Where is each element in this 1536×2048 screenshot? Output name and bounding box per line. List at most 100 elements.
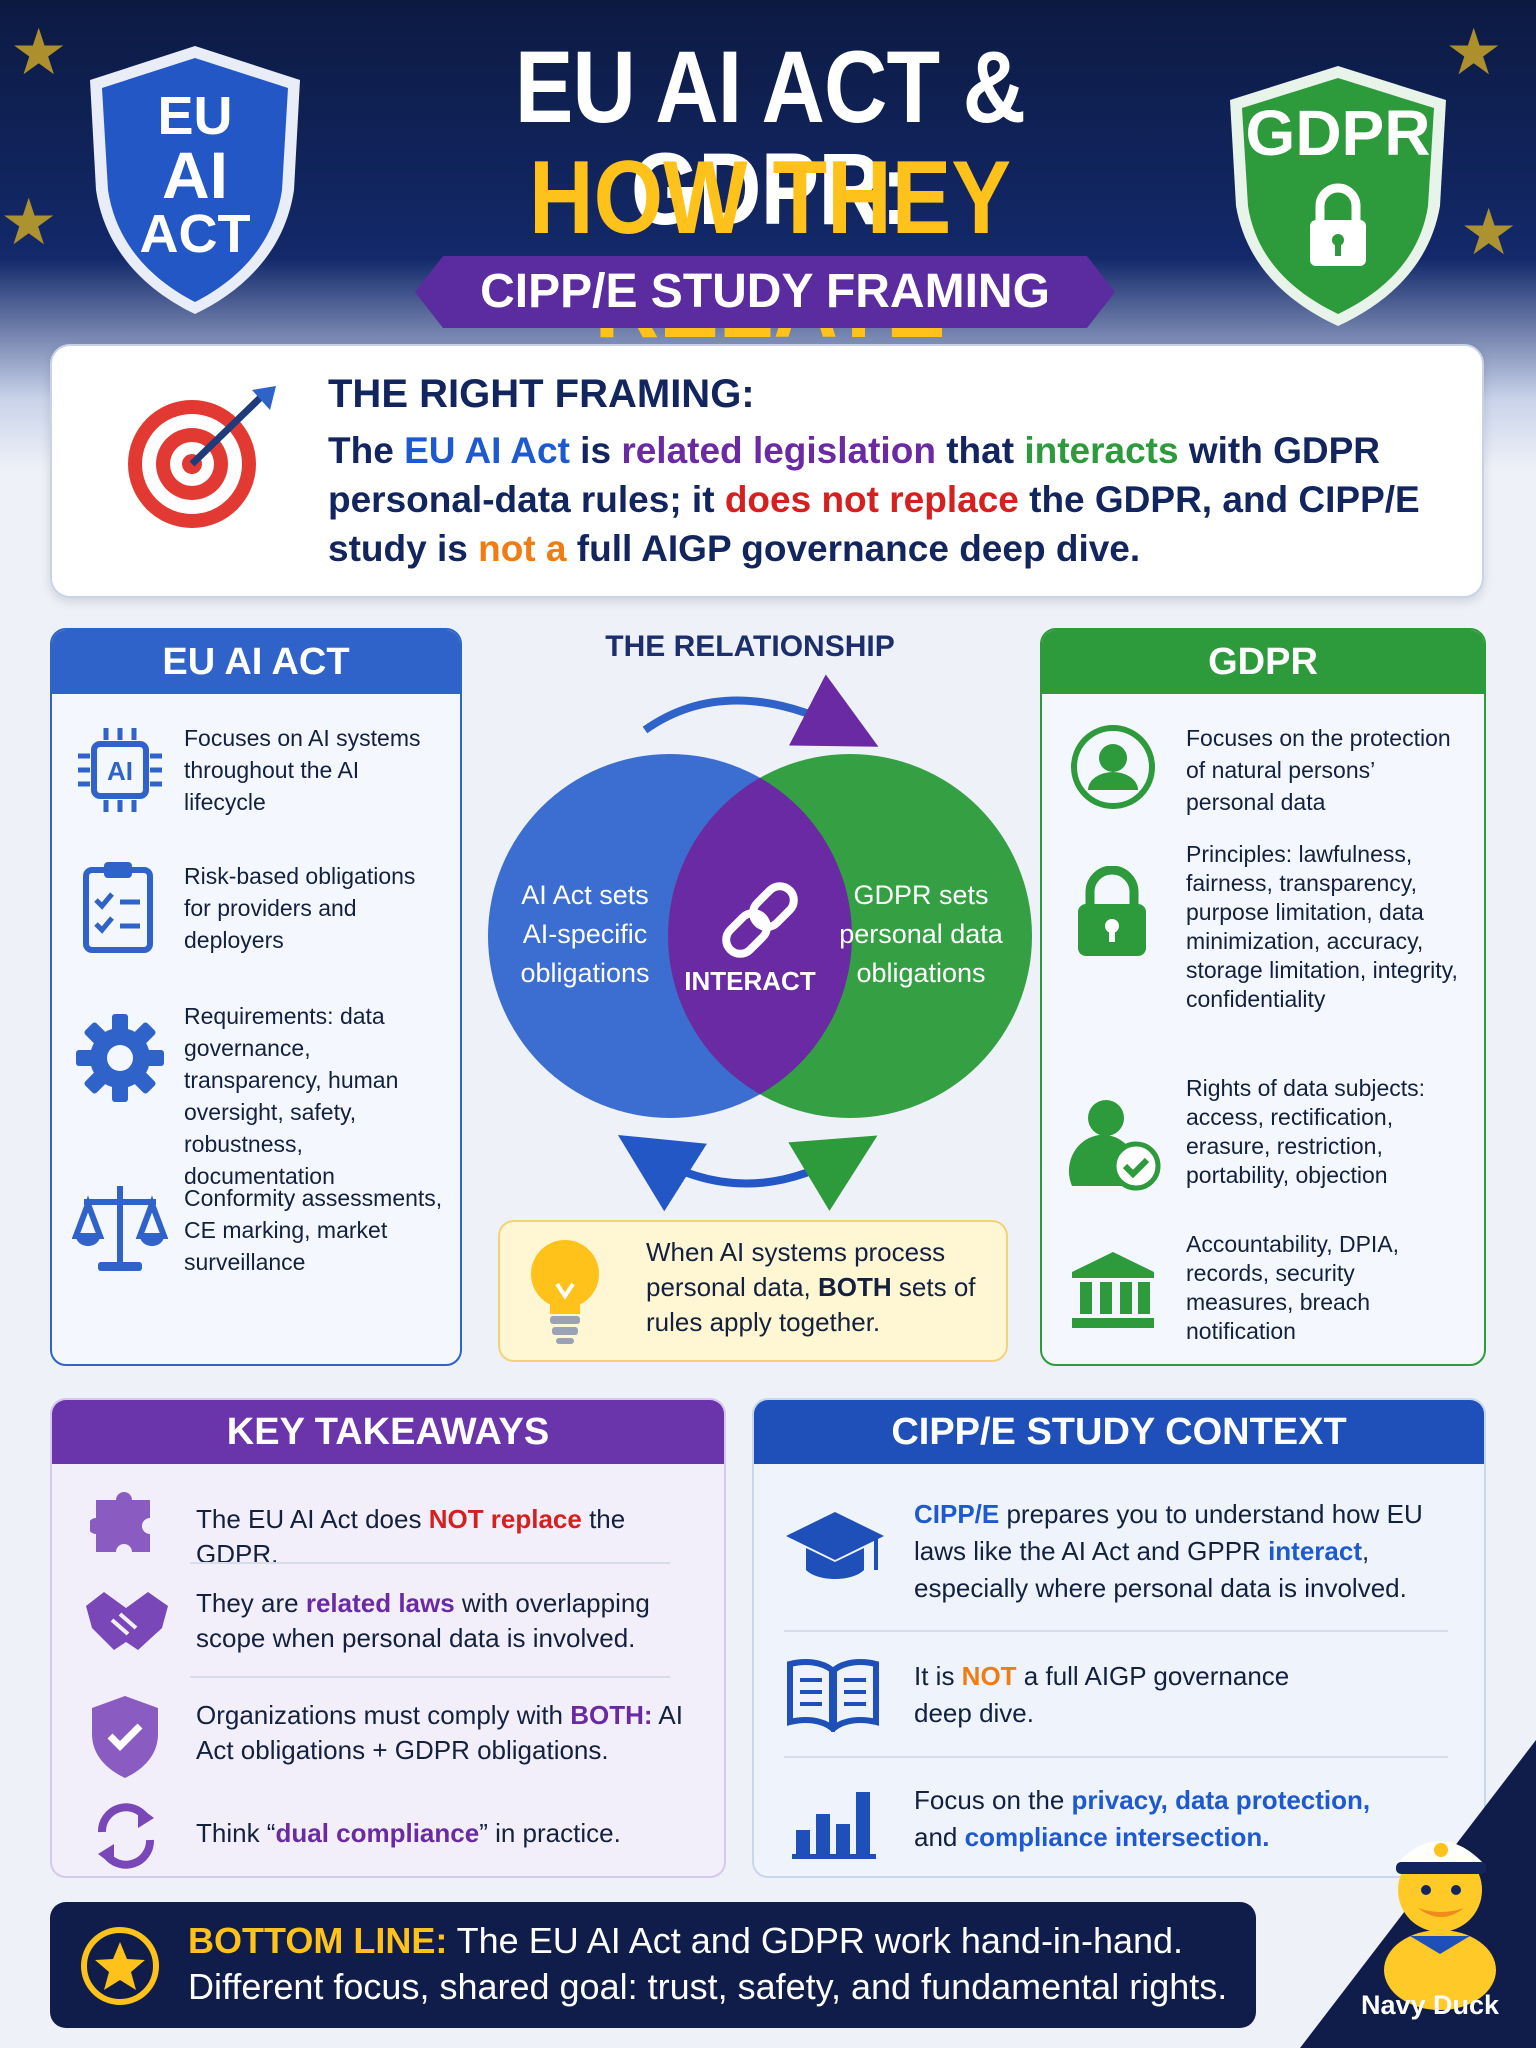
text-segment: Think “	[196, 1818, 276, 1848]
venn-right-label: GDPR sets personal data obligations	[836, 876, 1006, 993]
eu-ai-act-shield-icon: EU AI ACT	[80, 40, 310, 320]
venn-right-line: personal data	[839, 919, 1003, 949]
text-segment: Organizations must comply with	[196, 1700, 571, 1730]
text-segment: is	[569, 430, 622, 471]
text-segment: with overlapping scope when personal dat…	[196, 1588, 650, 1653]
text-segment: related legislation	[621, 430, 936, 471]
cycle-arrows-icon	[88, 1798, 164, 1879]
gdpr-panel-title: GDPR	[1042, 630, 1484, 694]
text-segment: does not replace	[724, 479, 1019, 520]
text-segment: interact	[1268, 1536, 1362, 1566]
ai-act-item-2: Risk-based obligations for providers and…	[184, 863, 416, 953]
venn-overlap-label: INTERACT	[684, 966, 816, 996]
venn-right-line: obligations	[856, 958, 986, 988]
text-segment: dual compliance	[275, 1818, 480, 1848]
text-segment: the GDPR.	[196, 1504, 626, 1569]
target-icon	[120, 382, 280, 537]
takeaway-row-3: Organizations must comply with BOTH: AI …	[196, 1698, 706, 1768]
bottom-line-bar	[50, 1902, 1256, 2028]
text-segment: When AI systems process personal data,	[646, 1237, 946, 1302]
text-segment: , especially where personal data is invo…	[914, 1536, 1407, 1603]
lightbulb-icon	[520, 1232, 610, 1357]
study-context-panel: CIPP/E STUDY CONTEXT	[752, 1398, 1486, 1878]
both-rules-text: When AI systems process personal data, B…	[646, 1235, 996, 1340]
ai-act-item-3: Requirements: data governance, transpare…	[184, 1003, 399, 1189]
navy-duck-label: Navy Duck	[1360, 1990, 1500, 2020]
clipboard-checklist-icon	[80, 858, 160, 959]
framing-body: The EU AI Act is related legislation tha…	[328, 426, 1448, 573]
text-segment: CIPP/E	[914, 1499, 1000, 1529]
venn-left-line: obligations	[520, 958, 650, 988]
text-segment: BOTH:	[570, 1700, 653, 1730]
bottom-line-label: BOTTOM LINE:	[188, 1920, 448, 1961]
framing-card	[50, 344, 1484, 598]
graduation-cap-icon	[784, 1508, 886, 1597]
takeaway-row-4: Think “dual compliance” in practice.	[196, 1816, 706, 1851]
shield-line-eu: EU	[157, 86, 233, 146]
text-segment: They are	[196, 1588, 306, 1618]
gdpr-panel: GDPR	[1040, 628, 1486, 1366]
person-check-icon	[1068, 1096, 1164, 1197]
divider	[784, 1630, 1448, 1632]
venn-diagram	[460, 660, 1060, 1225]
gdpr-item-2: Principles: lawfulness, fairness, transp…	[1186, 841, 1458, 1012]
text-segment: BOTH	[818, 1272, 892, 1302]
takeaway-row-2: They are related laws with overlapping s…	[196, 1586, 706, 1656]
text-segment: The EU AI Act does	[196, 1504, 429, 1534]
text-segment: compliance intersection.	[964, 1822, 1270, 1852]
key-takeaways-title: KEY TAKEAWAYS	[52, 1400, 724, 1464]
star-badge-icon	[78, 1924, 162, 2013]
text-segment: related laws	[305, 1588, 455, 1618]
gdpr-item-3: Rights of data subjects: access, rectifi…	[1186, 1075, 1426, 1188]
shield-line-act: ACT	[139, 204, 251, 264]
takeaway-row-1: The EU AI Act does NOT replace the GDPR.	[196, 1502, 706, 1572]
study-context-title: CIPP/E STUDY CONTEXT	[754, 1400, 1484, 1464]
ai-act-panel-title: EU AI ACT	[52, 630, 460, 694]
text-segment: the GDPR, and CIPP/E study is	[328, 479, 1420, 569]
gdpr-item-1: Focuses on the protection of natural per…	[1186, 725, 1451, 815]
title-line-1: EU AI ACT & GDPR:	[514, 30, 1026, 246]
text-segment: a full AIGP governance deep dive.	[914, 1661, 1290, 1728]
text-segment: sets of rules apply together.	[646, 1272, 976, 1337]
text-segment: NOT	[961, 1661, 1017, 1691]
venn-left-line: AI Act sets	[521, 880, 649, 910]
puzzle-icon	[88, 1486, 164, 1565]
text-segment: The	[328, 430, 405, 471]
divider	[190, 1676, 670, 1678]
bar-chart-icon	[792, 1784, 878, 1865]
text-segment: AI Act obligations + GDPR obligations.	[196, 1700, 683, 1765]
scales-icon	[71, 1180, 169, 1281]
gdpr-item-4: Accountability, DPIA, records, security …	[1186, 1231, 1400, 1344]
text-segment: full AIGP governance deep dive.	[566, 528, 1141, 569]
ai-act-item-4: Conformity assessments, CE marking, mark…	[184, 1185, 443, 1275]
gear-icon	[74, 1012, 166, 1109]
venn-left-line: AI-specific	[522, 919, 648, 949]
text-segment: Focus on the	[914, 1785, 1072, 1815]
divider	[784, 1756, 1448, 1758]
study-row-3: Focus on the privacy, data protection, a…	[914, 1782, 1374, 1856]
bottom-line-body: The EU AI Act and GDPR work hand-in-hand…	[188, 1920, 1228, 2007]
study-row-1: CIPP/E prepares you to understand how EU…	[914, 1496, 1454, 1607]
subtitle-banner: CIPP/E STUDY FRAMING	[415, 256, 1115, 328]
text-segment: It is	[914, 1661, 962, 1691]
text-segment: ” in practice.	[479, 1818, 621, 1848]
text-segment: privacy, data protection,	[1071, 1785, 1371, 1815]
text-segment: and	[914, 1822, 965, 1852]
text-segment: interacts	[1024, 430, 1179, 471]
venn-right-line: GDPR sets	[853, 880, 989, 910]
mascot-corner	[1300, 1740, 1536, 2048]
eu-star-icon: ★	[10, 16, 68, 88]
framing-title: THE RIGHT FRAMING:	[328, 372, 755, 416]
bottom-line-text: BOTTOM LINE: The EU AI Act and GDPR work…	[188, 1918, 1248, 2010]
ai-chip-icon: AI	[72, 722, 168, 823]
shield-check-icon	[88, 1694, 162, 1785]
eu-star-icon: ★	[1445, 16, 1503, 88]
text-segment: prepares you to understand how EU laws l…	[914, 1499, 1423, 1566]
lock-icon	[1074, 865, 1150, 963]
gdpr-shield-label: GDPR	[1245, 97, 1431, 169]
relationship-title: THE RELATIONSHIP	[605, 630, 895, 663]
text-segment: that	[935, 430, 1025, 471]
eu-star-icon: ★	[1460, 196, 1518, 268]
text-segment: with GDPR personal-data rules; it	[328, 430, 1380, 520]
open-book-icon	[786, 1656, 880, 1737]
